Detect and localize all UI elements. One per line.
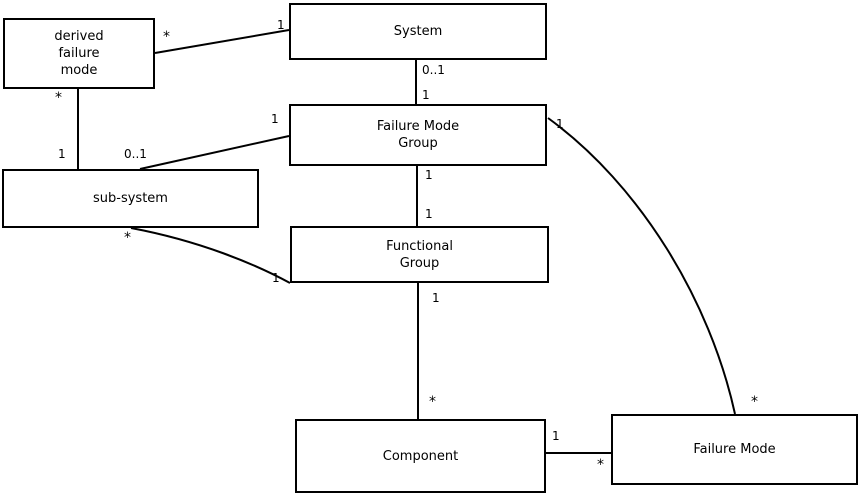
class-name-functional-group: Functional Group [386,238,453,271]
class-box-failure-mode-group[interactable]: Failure Mode Group [289,104,547,166]
association-line-fm-group-to-failure-mode [547,117,736,415]
class-box-sub-system[interactable]: sub-system [2,169,259,228]
class-box-derived-failure-mode[interactable]: derived failure mode [3,18,155,89]
mult-failure-mode-left-star: * [597,457,604,473]
class-name-system: System [393,24,443,39]
mult-failure-mode-top-star: * [751,394,758,410]
class-name-failure-mode: Failure Mode [693,442,776,457]
mult-component-right-1: 1 [552,429,560,443]
class-name-failure-mode-group: Failure Mode Group [376,119,460,151]
mult-func-group-left-1: 1 [272,271,280,285]
association-line-sub-system-to-func-group [130,227,291,284]
mult-fm-group-right-1: 1 [556,117,564,131]
mult-sub-system-top-0-1: 0..1 [124,147,147,161]
class-box-functional-group[interactable]: Functional Group [290,226,549,283]
mult-fm-group-left-1: 1 [271,112,279,126]
mult-system-left-1: 1 [277,18,285,32]
association-line-sub-system-to-fm-group [139,135,290,170]
mult-func-group-bottom-1: 1 [432,291,440,305]
mult-fm-group-bottom-1: 1 [425,168,433,182]
mult-sub-system-top-1: 1 [58,147,66,161]
class-box-component[interactable]: Component [295,419,546,493]
class-box-failure-mode[interactable]: Failure Mode [611,414,858,485]
class-name-derived-failure-mode: derived failure mode [54,29,104,78]
association-line-derived-fm-to-system [154,29,290,54]
mult-derived-fm-bottom-star: * [55,90,62,106]
mult-derived-fm-star-system: * [163,29,170,45]
class-name-component: Component [382,448,459,464]
mult-system-bottom-0-1: 0..1 [422,63,445,77]
mult-func-group-top-1: 1 [425,207,433,221]
class-box-system[interactable]: System [289,3,547,60]
mult-fm-group-top-1: 1 [422,88,430,102]
class-name-sub-system: sub-system [93,191,168,206]
mult-component-top-star: * [429,394,436,410]
mult-sub-system-bottom-star: * [124,230,131,246]
